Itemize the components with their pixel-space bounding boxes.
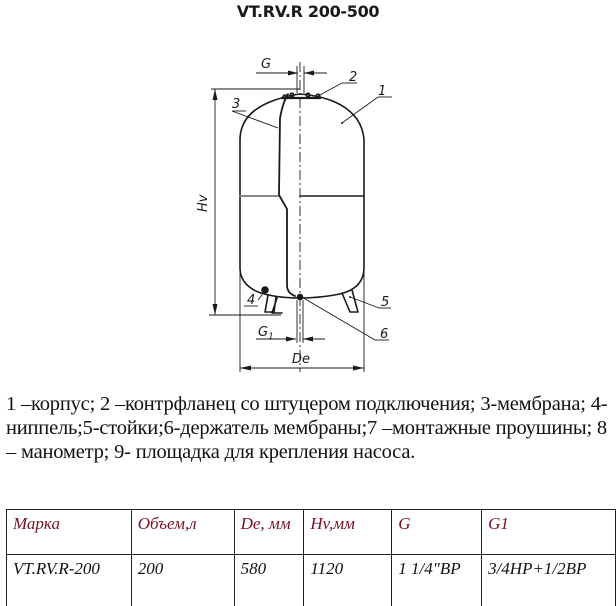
cell-de: 580 — [233, 554, 305, 606]
parts-legend: 1 –корпус; 2 –контрфланец со штуцером по… — [6, 393, 608, 463]
header-volume: Объем,л — [130, 509, 235, 555]
callout-6: 6 — [380, 327, 388, 342]
callout-3: 3 — [232, 97, 240, 112]
dim-label-G1: G1 — [258, 325, 274, 342]
cell-hv: 1120 — [303, 554, 393, 606]
table-row: VT.RV.R-200 200 580 1120 1 1/4"ВР 3/4НР+… — [6, 554, 616, 606]
header-brand: Марка — [6, 509, 132, 555]
header-g: G — [391, 509, 483, 555]
cell-g: 1 1/4"ВР — [391, 554, 483, 606]
table-header-row: Марка Объем,л De, мм Hv,мм G G1 — [6, 509, 616, 555]
header-hv: Hv,мм — [303, 509, 393, 555]
dim-label-Hv: Hv — [196, 194, 211, 212]
callout-1: 1 — [378, 84, 386, 99]
cell-brand: VT.RV.R-200 — [6, 554, 132, 606]
tank-drawing: G G1 De Hv 1 2 3 4 5 6 — [0, 40, 616, 380]
callout-2: 2 — [349, 70, 357, 85]
dim-label-De: De — [292, 352, 310, 367]
callout-4: 4 — [247, 293, 255, 308]
cell-volume: 200 — [130, 554, 235, 606]
callout-5: 5 — [381, 295, 389, 310]
spec-table: Марка Объем,л De, мм Hv,мм G G1 VT.RV.R-… — [6, 509, 616, 606]
membrane-line — [278, 93, 296, 297]
page-title: VT.RV.R 200-500 — [236, 2, 380, 21]
cell-g1: 3/4НР+1/2ВР — [481, 554, 616, 606]
header-de: De, мм — [233, 509, 305, 555]
dim-label-G: G — [261, 57, 271, 72]
header-g1: G1 — [481, 509, 616, 555]
